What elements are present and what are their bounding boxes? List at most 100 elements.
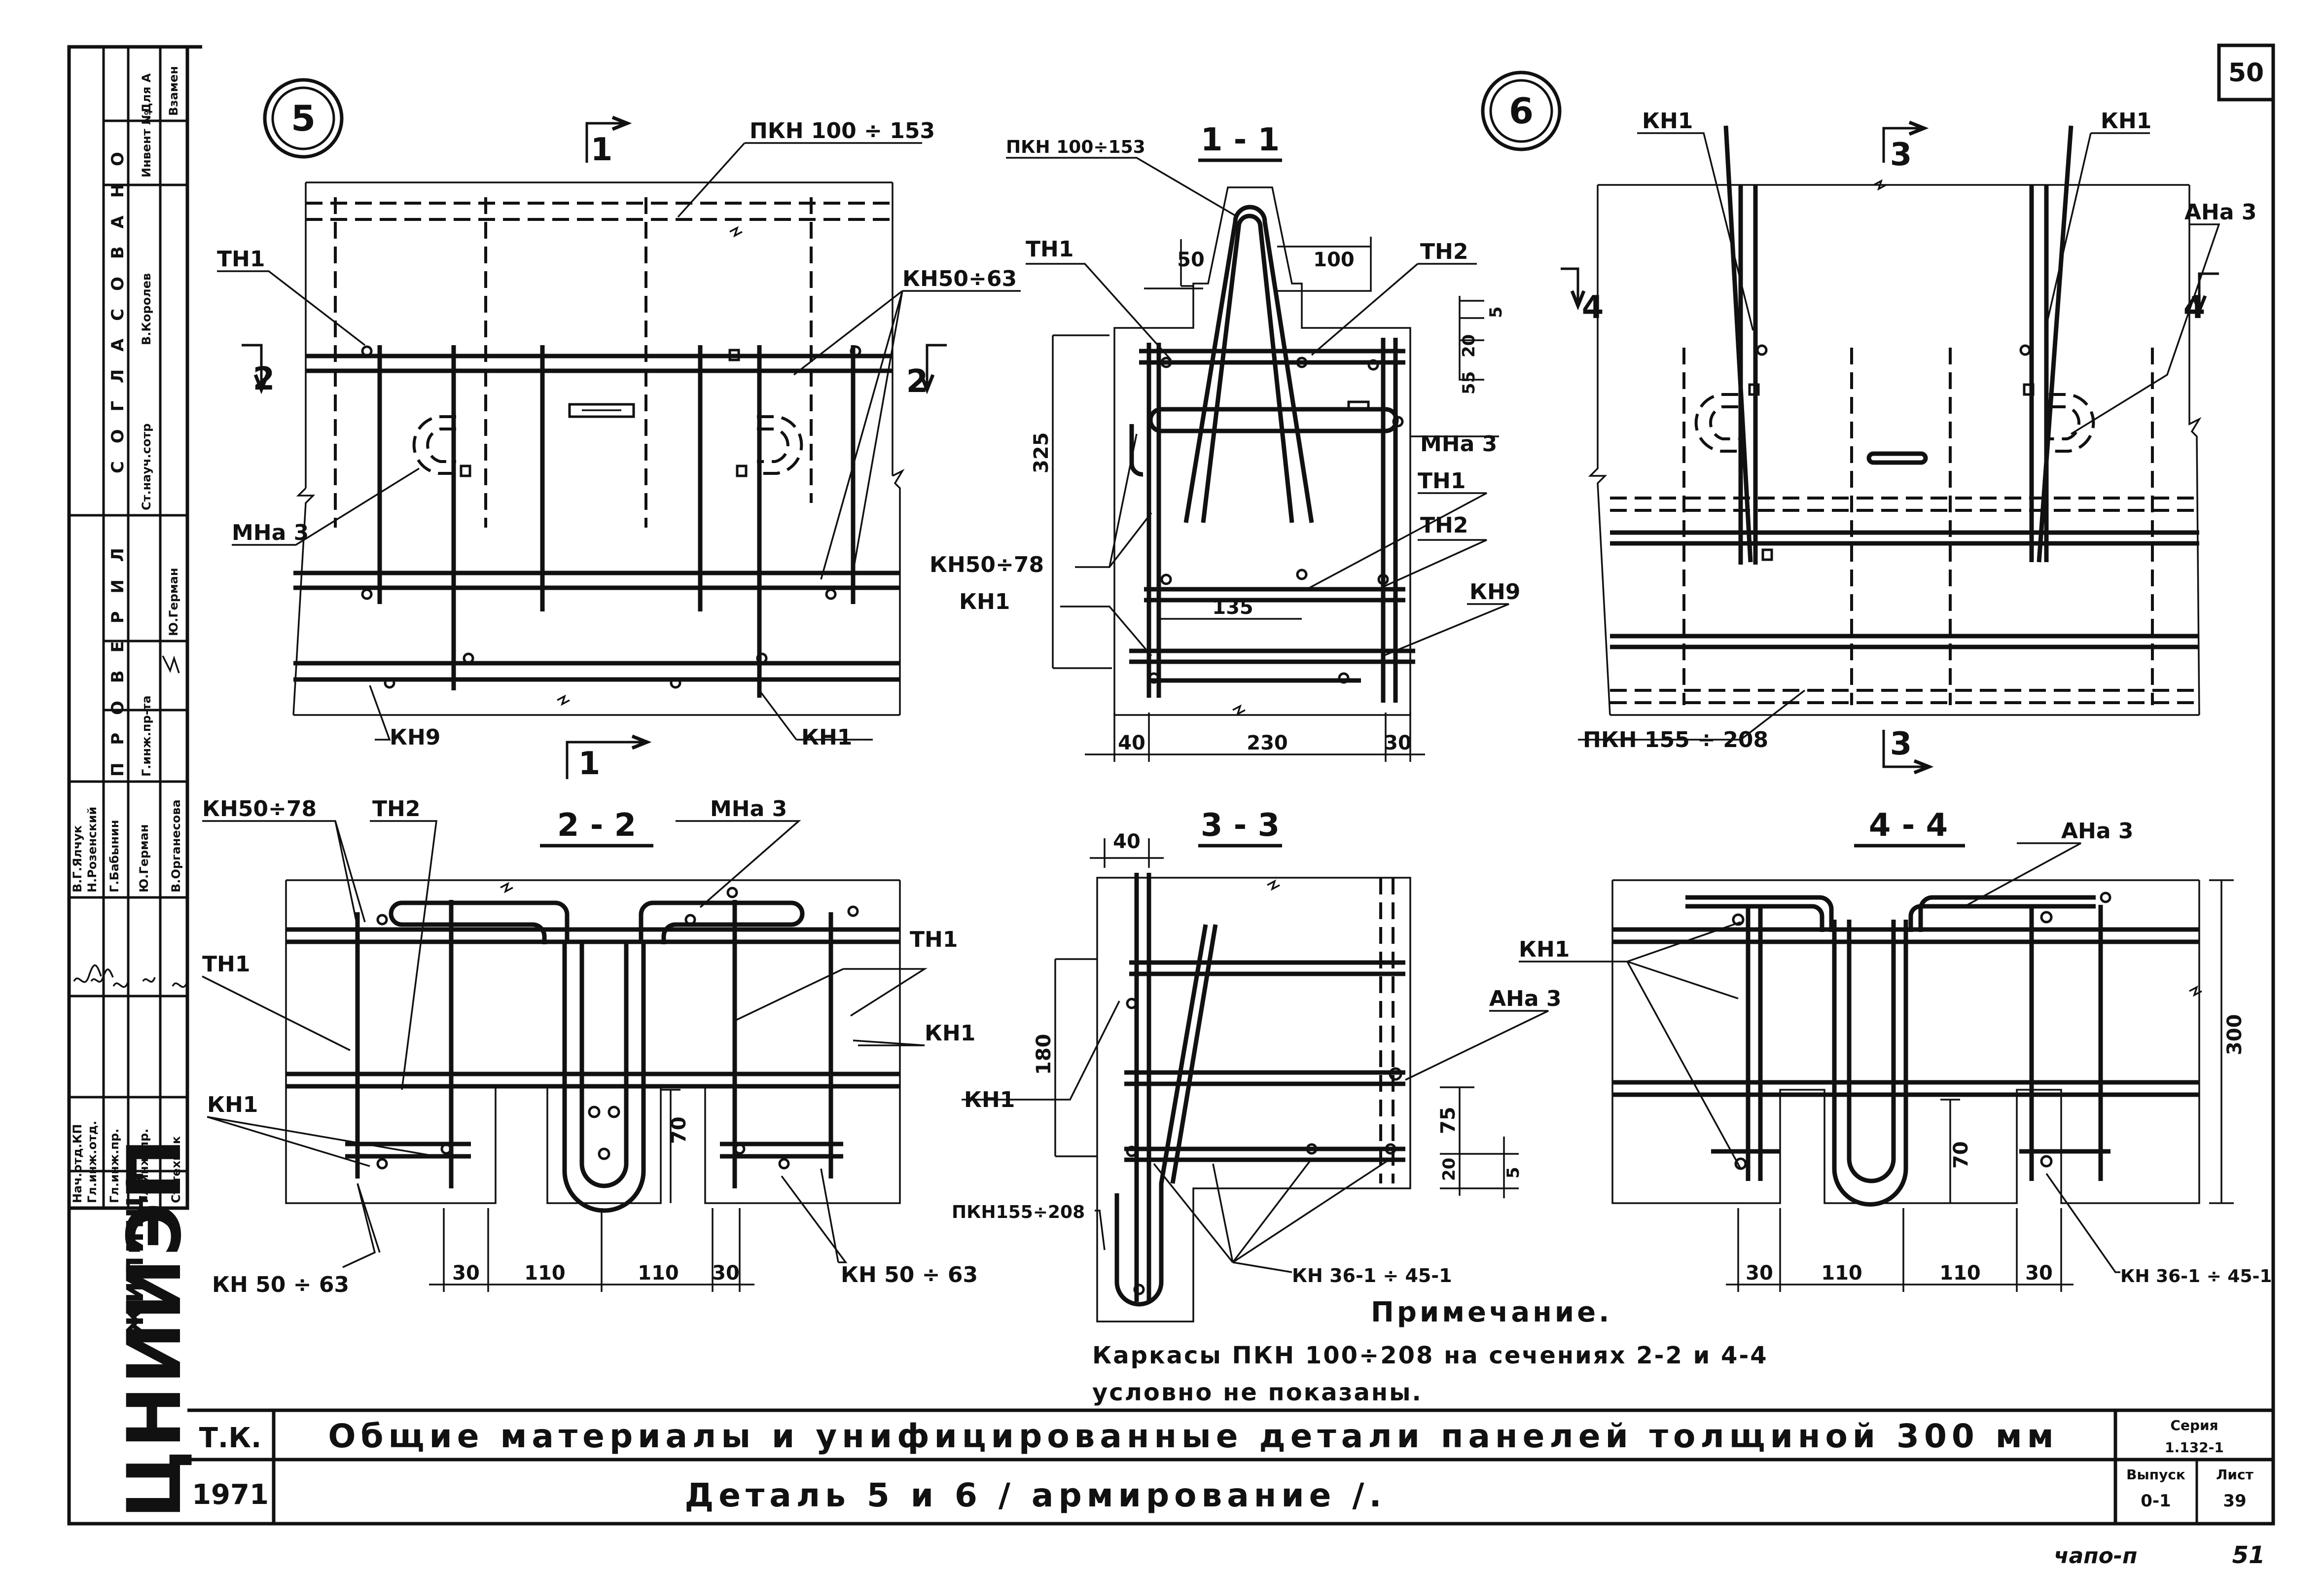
dim-55-s11: 55 xyxy=(1459,371,1479,394)
side-stamp xyxy=(67,45,189,1210)
label-kn1-d6-right: КН1 xyxy=(2101,108,2151,134)
cut-mark-1-bottom: 1 xyxy=(578,746,601,782)
org-logo: ЦНИИЭП xyxy=(112,1137,198,1519)
approvals-col-inv: Инвент № xyxy=(140,110,153,178)
label-kn1-d6-left: КН1 xyxy=(1642,108,1693,134)
list-value: 39 xyxy=(2223,1491,2246,1511)
sheet-subtitle: Деталь 5 и 6 / армирование /. xyxy=(684,1476,1386,1514)
label-ana3-d6: АНа 3 xyxy=(2184,200,2257,225)
sheet-frame xyxy=(67,43,2275,1526)
dim-75: 75 xyxy=(1437,1107,1460,1134)
sheet-number-box xyxy=(2217,43,2275,102)
staff-name-2: Г.Бабынин xyxy=(107,820,121,893)
dim-230: 230 xyxy=(1247,732,1288,754)
leader-lines xyxy=(202,132,2220,1273)
label-tn1-s11: ТН1 xyxy=(1026,237,1073,262)
cut-mark-1-top: 1 xyxy=(591,132,613,168)
dim-110-s22-a: 110 xyxy=(524,1262,566,1285)
label-ana3-s44: АНа 3 xyxy=(2061,819,2134,844)
detail-6-number: 6 xyxy=(1509,90,1534,132)
label-kn50-63-s22-right: КН 50 ÷ 63 xyxy=(841,1262,978,1287)
approver-position: Ст.науч.сотр xyxy=(140,424,153,510)
label-kn36-s33: КН 36-1 ÷ 45-1 xyxy=(1292,1265,1452,1286)
label-tn2-s22: ТН2 xyxy=(372,796,420,822)
dim-5-s11: 5 xyxy=(1486,306,1506,318)
cut-mark-4-left: 4 xyxy=(1582,289,1604,326)
label-mna3-s11: МНа 3 xyxy=(1420,431,1497,457)
staff-position-2: Гл.инж.пр. xyxy=(107,1129,121,1203)
label-tn1-s11-b: ТН1 xyxy=(1418,468,1466,494)
staff-name-1: Н.Розенский xyxy=(85,807,99,893)
detail-5-number: 5 xyxy=(291,98,316,139)
label-kn9-s11: КН9 xyxy=(1469,579,1520,605)
view-section-4-4 xyxy=(1611,879,2202,1207)
org-name: жилища xyxy=(114,1169,150,1336)
label-kn9-d5: КН9 xyxy=(390,725,440,750)
label-pkn100-153-top: ПКН 100 ÷ 153 xyxy=(750,118,935,143)
seria-label: Серия xyxy=(2170,1417,2218,1433)
section-title-2-2: 2 - 2 xyxy=(557,807,636,844)
approvals-header: С О Г Л А С О В А Н О xyxy=(108,146,128,473)
dim-40-s33: 40 xyxy=(1113,830,1141,853)
cut-mark-2-right: 2 xyxy=(906,363,929,400)
staff-position-4: Ст.техник xyxy=(169,1136,183,1203)
dim-30-s44-right: 30 xyxy=(2025,1262,2053,1285)
view-section-1-1 xyxy=(1113,186,1415,716)
dimension-lines xyxy=(429,237,2234,1292)
label-ana3-s33: АНа 3 xyxy=(1489,986,1562,1011)
page-number-bottom: 51 xyxy=(2232,1541,2265,1569)
dim-70-s22: 70 xyxy=(668,1116,690,1144)
label-kn50-63-s22-left: КН 50 ÷ 63 xyxy=(212,1272,349,1297)
checker-position: Г.инж.пр-та xyxy=(140,695,153,777)
dim-30-s44-left: 30 xyxy=(1746,1262,1773,1285)
label-pkn155-208-s33: ПКН155÷208 xyxy=(952,1202,1085,1222)
detail-5-marker xyxy=(263,78,344,159)
dim-135: 135 xyxy=(1212,596,1253,619)
label-kn1-s22: КН1 xyxy=(207,1092,258,1117)
label-tn2-s11: ТН2 xyxy=(1420,239,1468,264)
staff-name-3: Ю.Герман xyxy=(137,824,151,893)
approvals-col-dlya: Для А xyxy=(140,73,153,113)
dim-100: 100 xyxy=(1313,249,1355,271)
staff-position-1: Гл.инж.отд. xyxy=(85,1121,99,1203)
dim-180: 180 xyxy=(1033,1034,1055,1075)
view-detail-5 xyxy=(292,181,905,716)
dim-5-s33: 5 xyxy=(1503,1167,1523,1179)
view-section-3-3 xyxy=(1096,873,1411,1322)
approver-name: В.Королев xyxy=(140,273,153,345)
sheet-number: 50 xyxy=(2228,58,2264,88)
dim-110-s22-b: 110 xyxy=(638,1262,679,1285)
label-kn50-78-s11: КН50÷78 xyxy=(930,552,1044,577)
cut-marks xyxy=(242,115,2219,779)
label-kn1-d5: КН1 xyxy=(801,725,852,750)
checker-signature xyxy=(162,655,180,674)
list-label: Лист xyxy=(2216,1466,2253,1483)
detail-6-marker xyxy=(1481,71,1562,151)
sheet-title: Общие материалы и унифицированные детали… xyxy=(328,1417,2058,1455)
tk-label: Т.К. xyxy=(199,1422,262,1454)
label-pkn100-153-s11: ПКН 100÷153 xyxy=(1006,137,1145,157)
dim-20-s11: 20 xyxy=(1459,334,1479,357)
label-pkn155-208-d6: ПКН 155 ÷ 208 xyxy=(1583,727,1768,752)
label-tn1-s22-right: ТН1 xyxy=(910,927,958,952)
staff-position-3: Гл.инж.пр. xyxy=(137,1129,151,1203)
label-kn1-s33: КН1 xyxy=(964,1087,1015,1112)
label-tn1-d5: ТН1 xyxy=(217,247,265,272)
dim-40-s11: 40 xyxy=(1118,732,1145,754)
dim-30-s11: 30 xyxy=(1384,732,1412,754)
dim-300: 300 xyxy=(2223,1014,2246,1056)
dim-325: 325 xyxy=(1030,432,1053,474)
label-kn36-s44: КН 36-1 ÷ 45-1 xyxy=(2120,1266,2272,1286)
staff-name-4: В.Органесова xyxy=(169,799,183,893)
label-mna3-s22: МНа 3 xyxy=(710,796,787,822)
label-kn50-63-d5: КН50÷63 xyxy=(902,266,1017,291)
section-title-4-4: 4 - 4 xyxy=(1869,807,1948,844)
note-line-1: Каркасы ПКН 100÷208 на сечениях 2-2 и 4-… xyxy=(1092,1342,1768,1369)
handwritten-mark: чапо-п xyxy=(2054,1543,2137,1569)
year-label: 1971 xyxy=(192,1479,269,1511)
checked-header: П Р О В Е Р И Л xyxy=(108,542,128,777)
label-tn2-s11-b: ТН2 xyxy=(1420,513,1468,538)
dim-110-s44-a: 110 xyxy=(1821,1262,1862,1285)
